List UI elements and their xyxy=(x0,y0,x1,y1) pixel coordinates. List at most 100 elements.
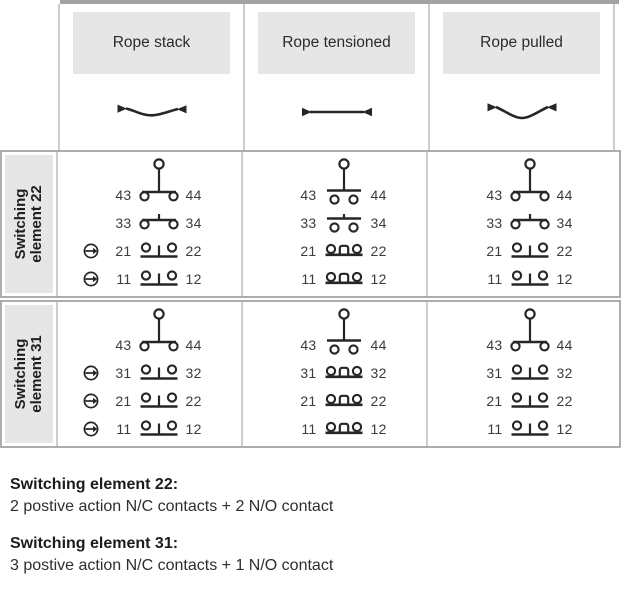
nc-contact-open-icon xyxy=(511,242,548,258)
contact-row: 43 44 xyxy=(295,181,393,209)
positive-action-arrow-icon xyxy=(83,243,98,259)
footnotes: Switching element 22: 2 postive action N… xyxy=(10,474,621,577)
no-contact-closed-icon xyxy=(509,181,550,202)
terminal-number-right: 12 xyxy=(370,421,387,437)
nc-contact-closed-icon xyxy=(325,271,362,285)
contact-row: 21 22 xyxy=(481,237,579,265)
terminal-number-left: 11 xyxy=(301,421,317,437)
row-label-box: Switching element 22 xyxy=(5,155,53,293)
contact-row: 31 32 xyxy=(83,359,208,387)
terminal-number-left: 31 xyxy=(115,365,132,381)
terminal-number-left: 43 xyxy=(486,337,503,353)
column-header-label: Rope tensioned xyxy=(282,34,391,51)
note-body: 3 postive action N/C contacts + 1 N/O co… xyxy=(10,557,334,574)
nc-contact-open-icon xyxy=(140,392,177,408)
contact-row: 21 22 xyxy=(295,387,393,415)
table-header-section: Rope stack Rope tensioned Rope pulled xyxy=(0,4,621,150)
contact-row: 11 12 xyxy=(295,415,393,443)
terminal-number-left: 43 xyxy=(300,337,317,353)
column-rope-tensioned: Rope tensioned xyxy=(245,4,430,150)
nc-contact-open-icon xyxy=(511,364,548,380)
plunger xyxy=(321,307,367,331)
column-header: Rope tensioned xyxy=(258,12,415,74)
terminal-number-right: 32 xyxy=(185,365,202,381)
terminal-number-left: 33 xyxy=(300,215,317,231)
no-contact-closed-icon xyxy=(138,331,179,352)
terminal-number-left: 21 xyxy=(486,243,503,259)
terminal-number-right: 12 xyxy=(185,271,202,287)
positive-action-marker xyxy=(82,364,100,382)
row-label-cell: Switching element 22 xyxy=(2,152,58,296)
terminal-number-left: 21 xyxy=(300,393,317,409)
no-contact-closed-icon xyxy=(509,331,550,352)
positive-action-arrow-icon xyxy=(83,421,98,437)
terminal-number-left: 11 xyxy=(487,421,503,437)
terminal-number-right: 22 xyxy=(370,243,387,259)
no-contact-open-icon xyxy=(326,331,361,355)
contact-row: 21 22 xyxy=(83,237,208,265)
note-element-31: Switching element 31: 3 postive action N… xyxy=(10,533,621,577)
column-rope-pulled: Rope pulled xyxy=(430,4,615,150)
terminal-number-left: 11 xyxy=(116,421,132,437)
plunger-icon xyxy=(337,158,350,181)
note-body: 2 postive action N/C contacts + 2 N/O co… xyxy=(10,498,334,515)
terminal-number-left: 33 xyxy=(115,215,132,231)
nc-contact-closed-icon xyxy=(325,243,362,257)
plunger-icon xyxy=(152,308,165,331)
terminal-number-left: 21 xyxy=(486,393,503,409)
plunger-icon xyxy=(523,308,536,331)
terminal-number-right: 22 xyxy=(185,393,202,409)
terminal-number-right: 22 xyxy=(185,243,202,259)
terminal-number-left: 11 xyxy=(487,271,503,287)
row-label: Switching element 22 xyxy=(12,185,46,263)
rope-pulled-icon xyxy=(430,74,613,150)
positive-action-marker xyxy=(82,270,100,288)
plunger xyxy=(136,307,182,331)
row-label: Switching element 31 xyxy=(12,335,46,413)
nc-contact-closed-icon xyxy=(325,421,362,435)
row-label-cell: Switching element 31 xyxy=(2,302,58,446)
plunger-icon xyxy=(523,158,536,181)
no-contact-open-icon xyxy=(326,181,361,205)
no-contact-closed-icon xyxy=(138,214,179,230)
plunger xyxy=(507,157,553,181)
terminal-number-left: 33 xyxy=(486,215,503,231)
column-header-label: Rope stack xyxy=(112,34,191,51)
plunger xyxy=(321,157,367,181)
terminal-number-right: 22 xyxy=(556,243,573,259)
terminal-number-left: 21 xyxy=(115,243,132,259)
terminal-number-right: 22 xyxy=(556,393,573,409)
note-title: Switching element 31: xyxy=(10,535,179,552)
terminal-number-left: 43 xyxy=(115,337,132,353)
positive-action-arrow-icon xyxy=(83,271,98,287)
terminal-number-left: 43 xyxy=(300,187,317,203)
terminal-number-right: 44 xyxy=(370,187,387,203)
terminal-number-right: 22 xyxy=(370,393,387,409)
nc-contact-open-icon xyxy=(140,420,177,436)
terminal-number-left: 31 xyxy=(486,365,503,381)
terminal-number-right: 34 xyxy=(556,215,573,231)
nc-contact-open-icon xyxy=(140,364,177,380)
terminal-number-right: 32 xyxy=(370,365,387,381)
nc-contact-open-icon xyxy=(140,270,177,286)
